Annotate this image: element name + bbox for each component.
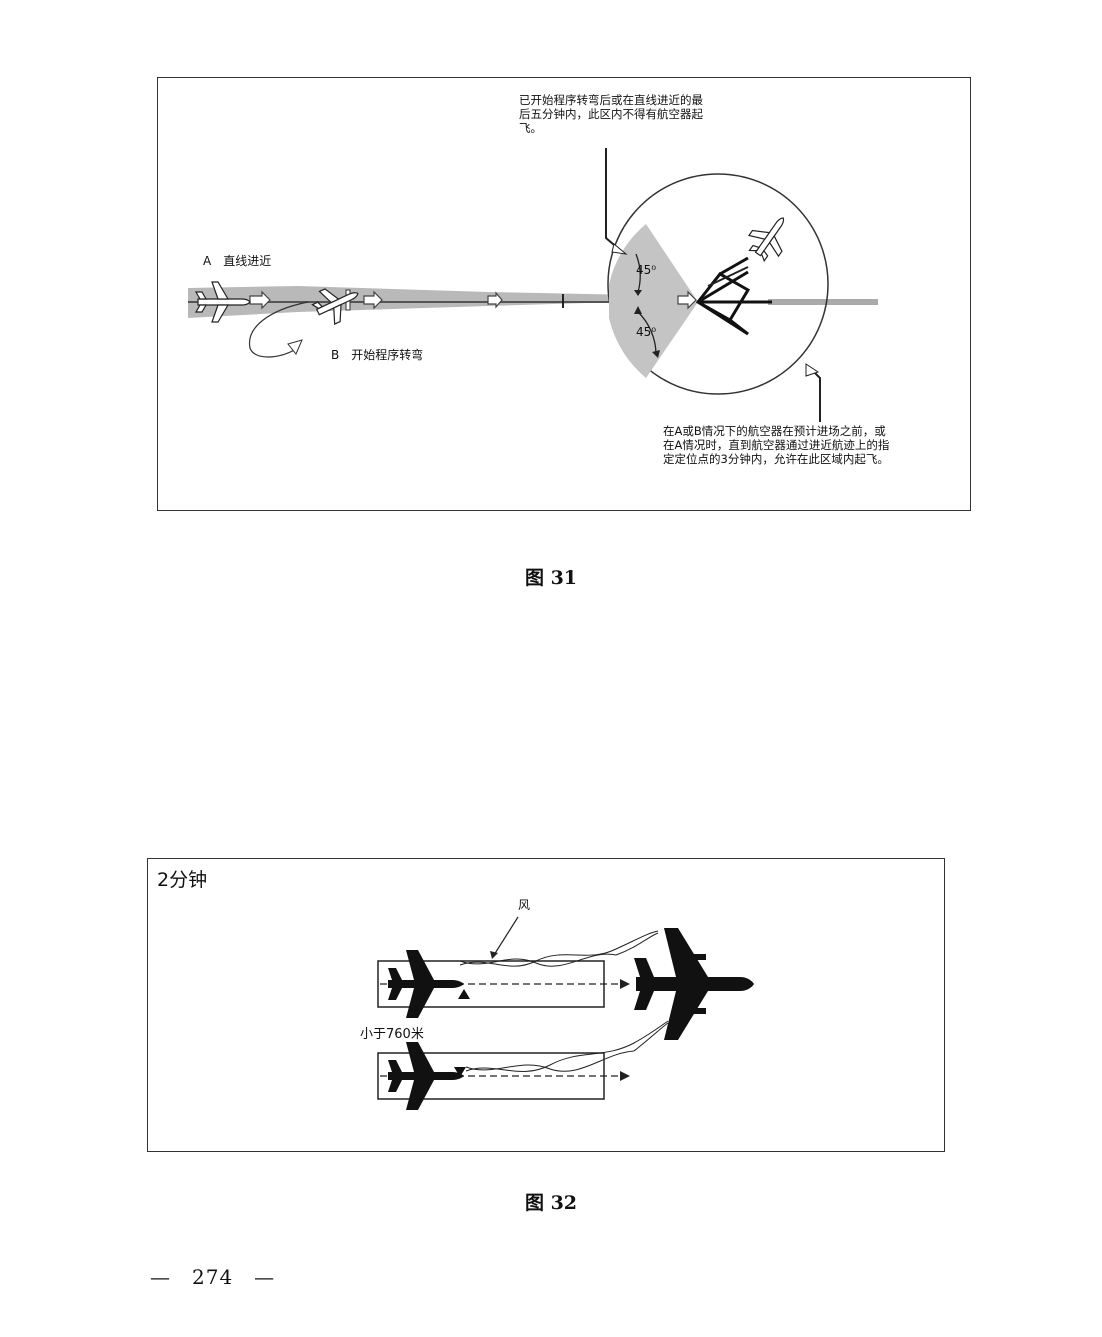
figure-32: 2分钟 风 小于760米	[147, 858, 945, 1152]
track-arrow-4	[677, 290, 697, 310]
label-straight-in-approach: A 直线进近	[203, 254, 272, 268]
figure-32-caption: 图 32	[524, 1192, 578, 1214]
lower-start-marker	[454, 1067, 466, 1077]
wake-vortex-lower-a	[465, 1020, 669, 1072]
upper-track-arrow	[620, 979, 630, 989]
angle-label-lower: 45⁰	[636, 325, 656, 339]
leader-arrow-bottom	[805, 363, 820, 377]
angle-arrowhead-upper	[634, 290, 642, 296]
label-procedure-turn: B 开始程序转弯	[331, 348, 424, 362]
angle-arc-lower	[637, 311, 657, 355]
angle-label-upper: 45⁰	[636, 263, 656, 277]
angle-arrowhead-lower	[652, 350, 660, 358]
wind-leader-arrow	[490, 951, 498, 959]
upper-start-marker	[458, 989, 470, 999]
label-runway-separation: 小于760米	[360, 1027, 424, 1042]
aircraft-upper-icon	[388, 950, 464, 1018]
figure-31: 45⁰ 45⁰ 已开始程序转弯后或在直线进近的最后五分钟内，此区内不得有航空器起…	[157, 77, 971, 511]
wake-vortex-upper-a	[459, 930, 659, 967]
note-departure-permitted: 在A或B情况下的航空器在预计进场之前，或在A情况时，直到航空器通过进近航迹上的指…	[663, 424, 890, 466]
departure-restriction-circle	[607, 173, 829, 395]
track-arrow-1	[249, 290, 271, 310]
note-no-departure-zone: 已开始程序转弯后或在直线进近的最后五分钟内，此区内不得有航空器起飞。	[519, 93, 703, 135]
angle-vertex-marker	[634, 306, 642, 314]
shaded-sector	[609, 224, 698, 378]
procedure-turn-arrow	[287, 339, 303, 355]
departure-leader-line	[707, 266, 749, 287]
heavy-aircraft-icon	[634, 928, 754, 1040]
aircraft-b-icon	[311, 288, 359, 326]
wake-vortex-lower-b	[465, 1022, 669, 1072]
track-arrow-2	[363, 290, 383, 310]
figure-31-caption: 图 31	[524, 567, 578, 589]
leader-arrow-top	[611, 243, 628, 255]
procedure-turn-path	[248, 301, 309, 358]
figure-32-diagram	[377, 916, 754, 1110]
leader-line-bottom	[809, 367, 821, 422]
aircraft-lower-icon	[388, 1042, 464, 1110]
label-two-minutes: 2分钟	[157, 869, 208, 891]
track-arrow-3	[487, 291, 503, 309]
departing-aircraft-icon	[747, 217, 785, 263]
fix-symbol	[695, 256, 772, 336]
angle-arc-upper	[635, 253, 641, 293]
page-number: — 274 —	[150, 1265, 276, 1289]
aircraft-a-icon	[194, 281, 251, 323]
leader-line-top	[605, 148, 621, 251]
lower-track-arrow	[620, 1071, 630, 1081]
label-wind: 风	[518, 898, 531, 912]
figure-31-diagram: 45⁰ 45⁰	[188, 148, 878, 422]
wind-leader-line	[493, 916, 519, 956]
wake-vortex-upper-b	[459, 932, 659, 967]
